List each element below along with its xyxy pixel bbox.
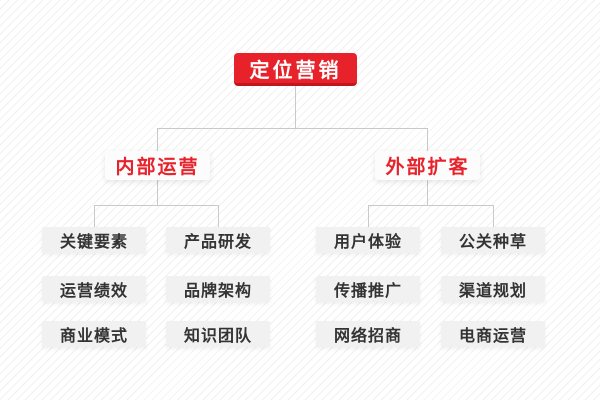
leaf-node-user-experience: 用户体验 [316, 227, 420, 253]
leaf-node-online-investment: 网络招商 [316, 321, 420, 347]
connector-right-col1-drop [368, 206, 369, 227]
connector-right-col2-drop [493, 206, 494, 227]
connector-branch-right-drop [427, 129, 428, 151]
leaf-node-ecommerce-ops: 电商运营 [441, 321, 545, 347]
connector-left-group-horizontal [94, 205, 219, 206]
connector-right-group-horizontal [368, 205, 494, 206]
root-node-positioning-marketing: 定位营销 [234, 53, 357, 86]
leaf-node-operation-kpi: 运营绩效 [42, 276, 146, 302]
connector-left-col1-drop [94, 206, 95, 227]
leaf-node-product-rnd: 产品研发 [166, 227, 270, 253]
branch-node-internal-operations: 内部运营 [105, 151, 210, 180]
connector-branch-left-drop [157, 129, 158, 151]
leaf-node-business-model: 商业模式 [42, 321, 146, 347]
connector-root-vertical [295, 86, 296, 128]
leaf-node-knowledge-team: 知识团队 [166, 321, 270, 347]
connector-left-col2-drop [218, 206, 219, 227]
connector-right-group-stem [427, 180, 428, 205]
leaf-node-channel-planning: 渠道规划 [441, 276, 545, 302]
connector-left-group-stem [157, 180, 158, 205]
leaf-node-brand-architecture: 品牌架构 [166, 276, 270, 302]
leaf-node-pr-seeding: 公关种草 [441, 227, 545, 253]
leaf-node-key-elements: 关键要素 [42, 227, 146, 253]
branch-node-external-expansion: 外部扩客 [375, 151, 480, 180]
leaf-node-promotion: 传播推广 [316, 276, 420, 302]
connector-level1-horizontal [157, 128, 428, 129]
